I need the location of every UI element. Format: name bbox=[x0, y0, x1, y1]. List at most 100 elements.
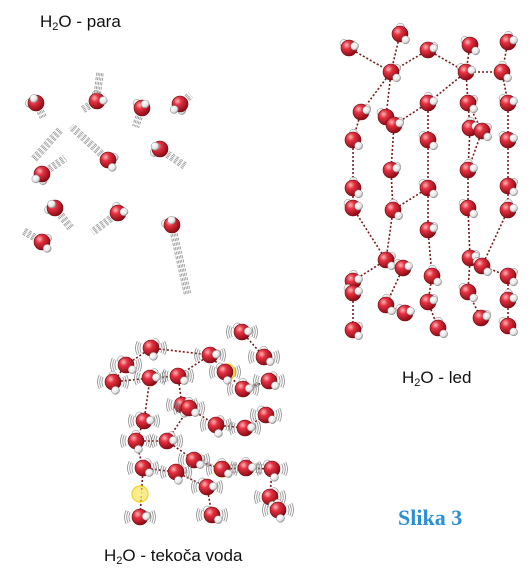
ice-hydrogen-bond bbox=[467, 130, 483, 171]
hydrogen-atom bbox=[483, 267, 492, 277]
ice-hydrogen-bond bbox=[390, 49, 429, 73]
liquid-water-molecule bbox=[134, 458, 154, 477]
liquid-water-molecule bbox=[104, 370, 122, 395]
hydrogen-bond-highlight bbox=[131, 485, 149, 503]
hydrogen-atom bbox=[469, 163, 478, 173]
steam-water-molecule bbox=[161, 215, 181, 234]
hydrogen-atom bbox=[509, 203, 518, 213]
vibration-marks bbox=[206, 461, 238, 477]
hydrogen-atom bbox=[395, 118, 404, 128]
hydrogen-atom bbox=[354, 141, 363, 151]
liquid-water-molecules bbox=[97, 322, 294, 526]
hydrogen-atom bbox=[245, 384, 254, 393]
hydrogen-atom bbox=[469, 104, 478, 114]
hydrogen-atom bbox=[149, 352, 158, 361]
hydrogen-atom bbox=[362, 105, 371, 115]
ice-water-molecule bbox=[472, 257, 492, 277]
hydrogen-atom bbox=[212, 350, 221, 359]
liquid-water-molecule bbox=[233, 322, 253, 341]
ice-water-molecule bbox=[423, 264, 442, 287]
hydrogen-atom bbox=[354, 331, 363, 341]
hydrogen-atom bbox=[276, 514, 285, 523]
hydrogen-atom bbox=[134, 445, 143, 454]
hydrogen-atom bbox=[140, 99, 150, 109]
hydrogen-atom bbox=[392, 163, 401, 173]
ice-water-molecule bbox=[499, 198, 518, 219]
hydrogen-atom bbox=[107, 163, 117, 172]
ice-water-molecule bbox=[429, 316, 448, 339]
hydrogen-atom bbox=[224, 469, 233, 478]
liquid-water-molecule bbox=[263, 459, 281, 482]
hydrogen-atom bbox=[99, 96, 108, 105]
ice-water-molecule bbox=[499, 288, 518, 309]
hydrogen-atom bbox=[509, 133, 518, 143]
liquid-water-molecule bbox=[135, 411, 155, 430]
liquid-water-molecule bbox=[261, 487, 279, 510]
ice-water-molecule bbox=[459, 158, 478, 179]
vibration-marks bbox=[248, 349, 280, 365]
hydrogen-atom bbox=[268, 415, 277, 424]
hydrogen-atom bbox=[429, 141, 438, 151]
ice-water-molecule bbox=[384, 198, 403, 221]
liquid-water-molecule bbox=[158, 431, 178, 450]
hydrogen-atom bbox=[145, 468, 154, 477]
ice-water-molecule bbox=[377, 293, 396, 316]
hydrogen-atom bbox=[429, 223, 438, 233]
ice-water-molecule bbox=[418, 131, 438, 151]
hydrogen-atom bbox=[387, 306, 396, 316]
hydrogen-atom bbox=[469, 209, 478, 219]
ice-water-molecule bbox=[393, 259, 413, 277]
vibration-marks bbox=[262, 502, 294, 518]
liquid-water-molecule bbox=[269, 498, 287, 523]
hydrogen-atom bbox=[394, 211, 403, 221]
hydrogen-atom bbox=[209, 482, 218, 491]
ice-water-molecule bbox=[344, 321, 363, 341]
hydrogen-atom bbox=[503, 73, 512, 83]
hydrogen-atom bbox=[439, 329, 448, 339]
hydrogen-atom bbox=[146, 416, 155, 425]
ice-water-molecule bbox=[385, 116, 404, 134]
steam-water-molecule bbox=[132, 99, 151, 117]
hydrogen-atom bbox=[354, 274, 363, 284]
liquid-water-label: H2O - tekoča voda bbox=[104, 546, 243, 567]
vibration-marks bbox=[254, 489, 286, 505]
hydrogen-atom bbox=[429, 295, 438, 305]
hydrogen-atom bbox=[42, 244, 52, 253]
motion-trail bbox=[68, 123, 111, 163]
liquid-water-molecule bbox=[180, 396, 200, 417]
hydrogen-atom bbox=[482, 311, 491, 321]
hydrogen-atom bbox=[248, 463, 257, 472]
liquid-water-molecule bbox=[236, 419, 256, 437]
hydrogen-atom bbox=[404, 261, 413, 271]
hydrogen-atom bbox=[354, 201, 363, 211]
ice-hydrogen-bond bbox=[352, 207, 387, 261]
liquid-water-molecule bbox=[260, 371, 280, 390]
liquid-water-molecule bbox=[255, 345, 275, 366]
steam-water-molecule bbox=[33, 233, 52, 253]
ice-water-molecule bbox=[499, 30, 518, 51]
ice-water-molecule bbox=[460, 36, 480, 56]
motion-trail bbox=[168, 224, 192, 297]
hydrogen-atom bbox=[401, 35, 410, 45]
hydrogen-atom bbox=[174, 476, 183, 485]
steam-water-molecule bbox=[88, 89, 108, 110]
hydrogen-atom bbox=[270, 473, 279, 482]
liquid-water-molecule bbox=[142, 338, 160, 361]
steam-label: H2O - para bbox=[40, 12, 121, 33]
vibration-marks bbox=[151, 433, 183, 449]
vibration-marks bbox=[196, 507, 228, 523]
liquid-water-molecule bbox=[169, 367, 189, 385]
hydrogen-atom bbox=[31, 174, 41, 184]
vibration-marks bbox=[135, 340, 167, 356]
liquid-water-molecule bbox=[127, 429, 145, 454]
liquid-water-molecule bbox=[216, 362, 234, 385]
hydrogen-atom bbox=[471, 46, 480, 56]
ice-water-molecule bbox=[458, 199, 478, 219]
hydrogen-atom bbox=[247, 423, 256, 432]
ice-water-molecule bbox=[472, 309, 491, 327]
liquid-water-molecule bbox=[198, 477, 218, 496]
hydrogen-atom bbox=[128, 365, 137, 374]
hydrogen-atom bbox=[467, 65, 476, 75]
hydrogen-atom bbox=[214, 515, 223, 524]
liquid-water-molecule bbox=[213, 457, 233, 478]
